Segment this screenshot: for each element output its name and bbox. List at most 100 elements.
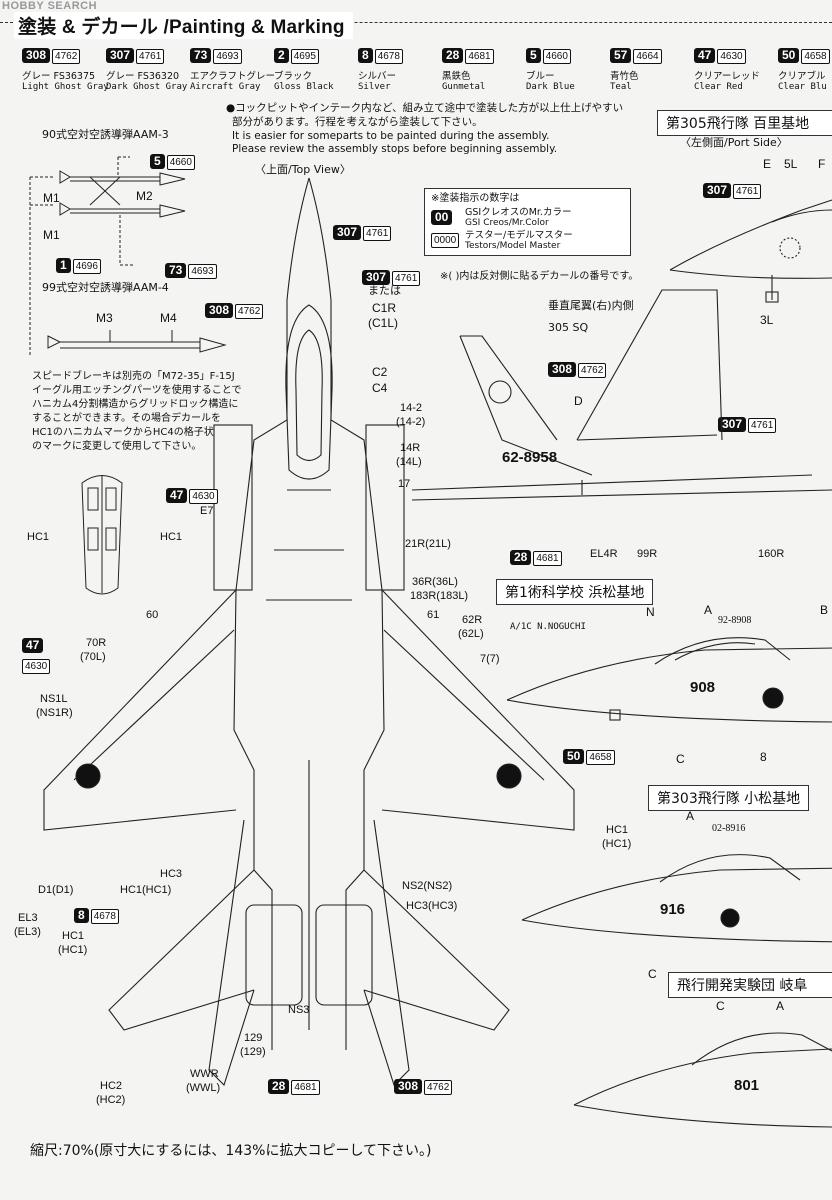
testors-code: 4681: [465, 49, 494, 64]
panel-title: 飛行開発実験団 岐阜: [668, 972, 832, 998]
mr-color-number: 57: [610, 48, 632, 63]
label-14-2-alt: (14-2): [396, 416, 426, 428]
mr-color-number: 5: [526, 48, 541, 63]
panel-subtitle: 〈左側面/Port Side〉: [680, 136, 788, 149]
label-m1: M1: [43, 191, 60, 205]
note-line: ハニカム4分割構造からグリッドロック構造に: [32, 399, 239, 410]
color-name-en: Dark Ghost Gray: [106, 82, 188, 92]
note-line: HC1のハニカムマークからHC4の格子状: [32, 427, 214, 438]
nose-number: 916: [660, 901, 686, 918]
tail-title: 垂直尾翼(右)内側: [548, 299, 634, 312]
tail-squadron-label: 305 SQ: [548, 321, 589, 334]
testors-code: 4693: [213, 49, 242, 64]
label-wwl: (WWL): [186, 1082, 221, 1094]
page-title: 塗装 & デカール /Painting & Marking: [14, 12, 353, 39]
legend-gsi-jp: GSIクレオスのMr.カラー: [465, 207, 572, 218]
legend-testors-jp: テスター/モデルマスター: [465, 230, 573, 241]
testors-code: 4630: [717, 49, 746, 64]
nose-number: 801: [734, 1077, 760, 1094]
label-b: B: [820, 603, 829, 617]
label-hc1-alt: (HC1): [58, 944, 88, 956]
label-hc1: HC1: [160, 531, 183, 543]
label-or: または: [368, 284, 401, 297]
testors-code: 4695: [290, 49, 319, 64]
label-62r: 62R: [462, 614, 483, 626]
label-a: A: [704, 603, 713, 617]
label-70l: (70L): [80, 651, 106, 663]
color-name-jp: グレー FS36320: [106, 71, 180, 82]
label-160r: 160R: [758, 548, 785, 560]
note-line: Please review the assembly stops before …: [232, 143, 558, 155]
color-name-en: Gunmetal: [442, 82, 486, 92]
watermark: HOBBY SEARCH: [2, 0, 98, 12]
scale-note: 縮尺:70%(原寸大にするには、143%に拡大コピーして下さい。): [30, 1143, 432, 1159]
label-f: F: [818, 157, 826, 171]
label-c: C: [676, 752, 685, 766]
testors-code: 4658: [801, 49, 830, 64]
top-view-title: 〈上面/Top View〉: [255, 163, 351, 176]
side-view-gifu-drawing: [573, 1032, 832, 1128]
serial-text: 92-8908: [718, 615, 752, 626]
label-129-alt: (129): [240, 1046, 266, 1058]
pilot-name: A/1C N.NOGUCHI: [510, 622, 586, 632]
label-el3: EL3: [18, 912, 38, 924]
color-name-en: Silver: [358, 82, 391, 92]
aam4-drawing: [47, 330, 227, 353]
label-ns1l: NS1L: [40, 693, 68, 705]
panel-title: 第303飛行隊 小松基地: [648, 785, 810, 811]
label-hc1-pair: HC1(HC1): [120, 884, 172, 896]
paint-callout: 4630: [20, 654, 51, 674]
side-view-305-drawing: [669, 199, 832, 303]
label-ns3: NS3: [288, 1004, 310, 1016]
label-99r: 99R: [637, 548, 658, 560]
speedbrake-drawing: [81, 475, 123, 595]
mr-color-number: 28: [442, 48, 464, 63]
decal-note: ※( )内は反対側に貼るデカールの番号です。: [440, 271, 639, 282]
tail-serial: 62-8958: [502, 449, 558, 466]
color-name-jp: シルバー: [358, 71, 397, 82]
aam3-title: 90式空対空誘導弾AAM-3: [42, 128, 169, 141]
color-name-en: Teal: [610, 82, 632, 92]
label-c1l: (C1L): [368, 316, 399, 330]
label-14r: 14R: [400, 442, 421, 454]
label-hc2-alt: (HC2): [96, 1094, 126, 1106]
panel-title: 第305飛行隊 百里基地: [657, 110, 832, 136]
testors-code: 4660: [542, 49, 571, 64]
label-ns2: NS2(NS2): [402, 880, 453, 892]
tail-fuselage-drawing: [411, 289, 832, 501]
label-m4: M4: [160, 311, 177, 325]
label-c: C: [716, 999, 725, 1013]
mr-color-number: 2: [274, 48, 289, 63]
label-d1: D1(D1): [38, 884, 74, 896]
label-d: D: [574, 394, 583, 408]
label-a: A: [776, 999, 785, 1013]
color-name-jp: クリアーレッド: [694, 71, 760, 82]
label-hc1: HC1: [27, 531, 50, 543]
aam3-drawing: [29, 156, 186, 355]
legend-title: ※塗装指示の数字は: [431, 193, 520, 204]
note-line: ●コックピットやインテーク内など、組み立て途中で塗装した方が以上仕上げやすい: [226, 102, 624, 114]
label-n: N: [646, 605, 655, 619]
label-183: 183R(183L): [410, 590, 469, 602]
label-a: A: [686, 809, 695, 823]
color-name-jp: 黒鉄色: [442, 71, 471, 82]
color-name-jp: ブルー: [526, 71, 555, 82]
label-7: 7(7): [480, 653, 500, 665]
color-name-jp: エアクラフトグレー: [190, 71, 276, 82]
color-name-en: Aircraft Gray: [190, 82, 261, 92]
